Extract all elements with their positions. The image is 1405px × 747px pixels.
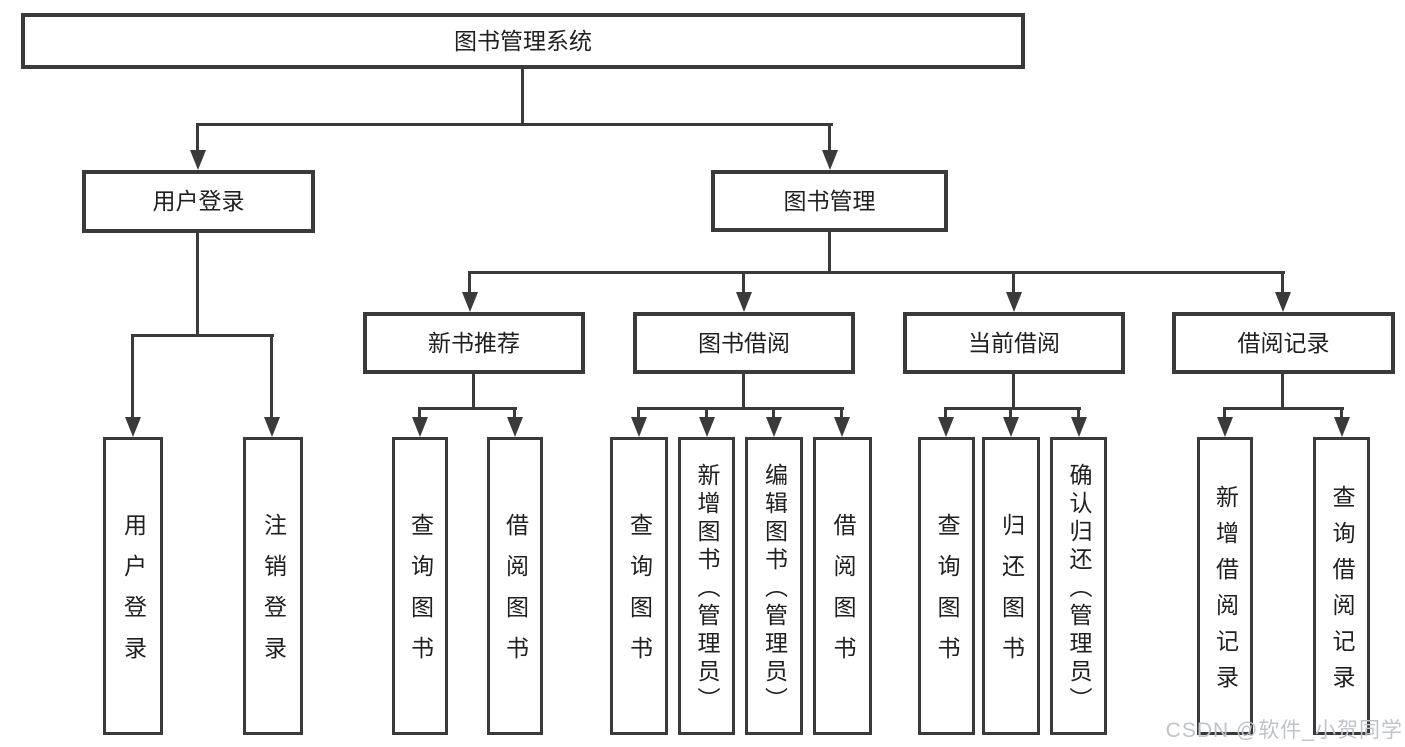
- leaf-current-query-books-label: 查询图书: [934, 513, 960, 677]
- connector-line: [1223, 407, 1344, 410]
- leaf-borrowing-query-books: 查询图书: [610, 437, 668, 735]
- connector-line: [840, 407, 843, 419]
- node-new-book-recommend: 新书推荐: [363, 312, 585, 374]
- node-borrow-records-label: 借阅记录: [1237, 329, 1330, 356]
- node-root-label: 图书管理系统: [454, 27, 592, 54]
- node-user-login-label: 用户登录: [152, 188, 245, 214]
- arrow-down-icon: [1334, 417, 1350, 437]
- leaf-edit-books-admin-label: 编辑图书（管理员）: [761, 462, 788, 715]
- connector-line: [742, 271, 745, 294]
- leaf-logout-label: 注销登录: [260, 513, 287, 677]
- leaf-recommend-borrow-books: 借阅图书: [487, 437, 543, 735]
- node-book-borrowing-label: 图书借阅: [698, 329, 790, 356]
- arrow-down-icon: [822, 150, 838, 170]
- connector-line: [705, 407, 708, 419]
- node-root: 图书管理系统: [21, 13, 1025, 69]
- connector-line: [468, 271, 1285, 274]
- node-book-borrowing: 图书借阅: [633, 312, 855, 374]
- arrow-down-icon: [125, 417, 141, 437]
- connector-line: [944, 407, 947, 419]
- leaf-user-login: 用户登录: [103, 437, 163, 735]
- node-new-book-recommend-label: 新书推荐: [428, 329, 520, 356]
- leaf-confirm-return-admin-label: 确认归还（管理员）: [1066, 462, 1092, 715]
- connector-line: [742, 374, 745, 409]
- leaf-current-query-books: 查询图书: [918, 437, 975, 735]
- connector-line: [772, 407, 775, 419]
- leaf-recommend-query-books-label: 查询图书: [407, 513, 434, 677]
- arrow-down-icon: [1275, 292, 1291, 312]
- connector-line: [270, 334, 273, 419]
- connector-line: [1012, 271, 1015, 294]
- arrow-down-icon: [1003, 417, 1019, 437]
- arrow-down-icon: [412, 417, 428, 437]
- connector-line: [513, 407, 516, 419]
- leaf-user-login-label: 用户登录: [120, 513, 147, 677]
- leaf-recommend-query-books: 查询图书: [392, 437, 448, 735]
- leaf-recommend-borrow-books-label: 借阅图书: [502, 513, 529, 677]
- node-current-borrowing: 当前借阅: [903, 312, 1125, 374]
- leaf-add-books-admin: 新增图书（管理员）: [678, 437, 735, 735]
- arrow-down-icon: [736, 292, 752, 312]
- leaf-return-books: 归还图书: [982, 437, 1040, 735]
- connector-line: [418, 407, 421, 419]
- node-book-management: 图书管理: [711, 170, 948, 232]
- leaf-logout: 注销登录: [243, 437, 303, 735]
- connector-line: [418, 407, 517, 410]
- connector-line: [944, 407, 1081, 410]
- arrow-down-icon: [1071, 417, 1087, 437]
- node-book-management-label: 图书管理: [783, 187, 876, 214]
- arrow-down-icon: [1006, 292, 1022, 312]
- arrow-down-icon: [462, 292, 478, 312]
- leaf-borrowing-query-books-label: 查询图书: [626, 513, 653, 677]
- arrow-down-icon: [938, 417, 954, 437]
- connector-line: [1009, 407, 1012, 419]
- connector-line: [197, 123, 833, 126]
- arrow-down-icon: [264, 417, 280, 437]
- node-current-borrowing-label: 当前借阅: [968, 329, 1060, 356]
- connector-line: [1223, 407, 1226, 419]
- connector-line: [468, 271, 471, 294]
- connector-line: [196, 233, 199, 336]
- connector-line: [828, 123, 831, 152]
- connector-line: [196, 123, 199, 152]
- connector-line: [1281, 374, 1284, 409]
- arrow-down-icon: [766, 417, 782, 437]
- connector-line: [637, 407, 640, 419]
- arrow-down-icon: [834, 417, 850, 437]
- leaf-confirm-return-admin: 确认归还（管理员）: [1050, 437, 1107, 735]
- leaf-return-books-label: 归还图书: [998, 513, 1025, 677]
- connector-line: [521, 69, 524, 125]
- leaf-edit-books-admin: 编辑图书（管理员）: [745, 437, 803, 735]
- arrow-down-icon: [1217, 417, 1233, 437]
- leaf-borrowing-borrow-books: 借阅图书: [813, 437, 872, 735]
- leaf-query-borrow-record-label: 查询借阅记录: [1329, 484, 1355, 701]
- node-user-login: 用户登录: [82, 170, 315, 233]
- leaf-add-books-admin-label: 新增图书（管理员）: [694, 462, 720, 715]
- csdn-watermark: CSDN @软件_小贺同学: [1165, 719, 1403, 742]
- connector-line: [1012, 374, 1015, 409]
- connector-line: [131, 334, 274, 337]
- arrow-down-icon: [699, 417, 715, 437]
- connector-line: [637, 407, 844, 410]
- connector-line: [131, 334, 134, 419]
- arrow-down-icon: [190, 150, 206, 170]
- connector-line: [1281, 271, 1284, 294]
- node-borrow-records: 借阅记录: [1172, 312, 1395, 374]
- connector-line: [1077, 407, 1080, 419]
- leaf-add-borrow-record: 新增借阅记录: [1197, 437, 1253, 735]
- leaf-borrowing-borrow-books-label: 借阅图书: [830, 513, 856, 677]
- leaf-query-borrow-record: 查询借阅记录: [1313, 437, 1370, 735]
- connector-line: [472, 374, 475, 409]
- arrow-down-icon: [631, 417, 647, 437]
- connector-line: [828, 232, 831, 274]
- leaf-add-borrow-record-label: 新增借阅记录: [1212, 484, 1239, 701]
- connector-line: [1340, 407, 1343, 419]
- arrow-down-icon: [507, 417, 523, 437]
